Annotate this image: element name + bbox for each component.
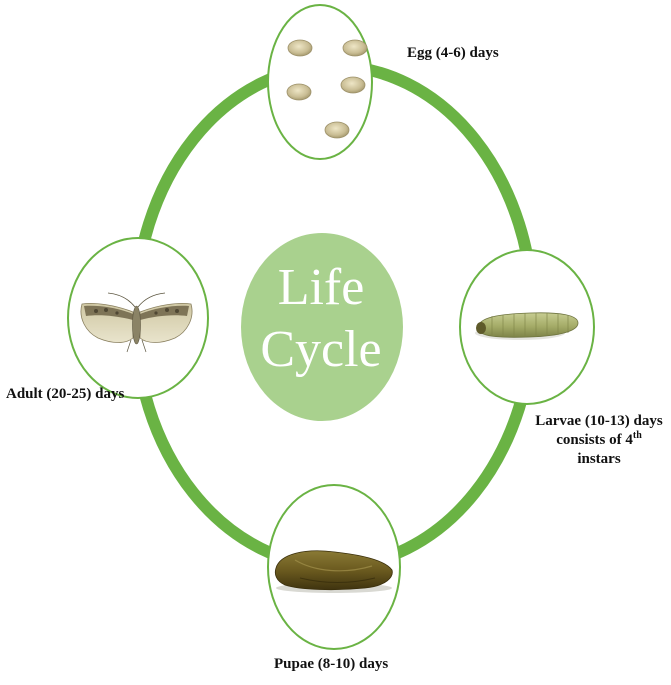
larvae-label-line-2-text: consists of 4 bbox=[556, 432, 633, 448]
larvae-label: Larvae (10-13) days consists of 4th inst… bbox=[524, 412, 671, 469]
egg-stage-circle bbox=[268, 5, 372, 159]
adult-label: Adult (20-25) days bbox=[6, 385, 124, 404]
egg-label: Egg (4-6) days bbox=[407, 44, 499, 63]
pupae-label: Pupae (8-10) days bbox=[274, 655, 388, 674]
larvae-label-line-1: Larvae (10-13) days bbox=[524, 412, 671, 431]
adult-stage-circle bbox=[68, 238, 208, 398]
larvae-stage-circle bbox=[460, 250, 594, 404]
center-title-line-2: Cycle bbox=[236, 322, 406, 378]
larvae-label-line-3: instars bbox=[524, 450, 671, 469]
center-title-line-1: Life bbox=[236, 260, 406, 316]
larvae-label-line-2: consists of 4th bbox=[524, 431, 671, 450]
larvae-label-superscript: th bbox=[633, 430, 642, 441]
pupae-stage-circle bbox=[268, 485, 400, 649]
